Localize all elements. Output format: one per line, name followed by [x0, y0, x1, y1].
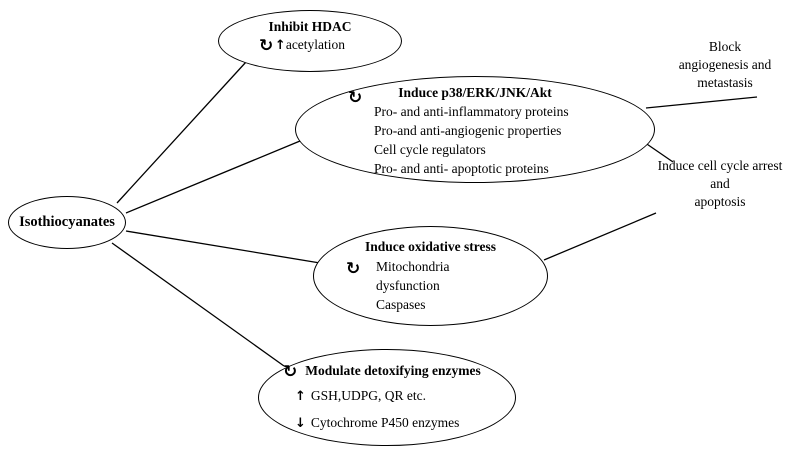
curved-arrow-icon: ↻	[283, 362, 298, 382]
node-title: Induce p38/ERK/JNK/Akt	[398, 85, 552, 100]
connector-root-to-detox	[111, 242, 285, 367]
node-title: Inhibit HDAC	[268, 19, 352, 34]
connector-root-to-p38	[125, 140, 301, 214]
node-item: Pro-and anti-angiogenic properties	[374, 123, 562, 138]
outcome-block-angiogenesis-metastasis: Block angiogenesis and metastasis	[655, 38, 795, 93]
node-item: Cell cycle regulators	[374, 142, 486, 157]
node-title: Modulate detoxifying enzymes	[305, 363, 481, 378]
node-item: ↓ Cytochrome P450 enzymes	[295, 410, 515, 437]
node-induce-oxidative-stress: Induce oxidative stress ↻ Mitochondria d…	[313, 226, 548, 326]
outcome-line: Block	[708, 39, 742, 54]
node-item: Caspases	[376, 297, 426, 312]
curved-arrow-icon: ↻	[346, 259, 361, 279]
node-item: Pro- and anti-inflammatory proteins	[374, 104, 569, 119]
connector-oxidative-to-arrest	[543, 212, 657, 261]
curved-arrow-icon: ↻	[348, 88, 363, 108]
node-item: Mitochondria	[376, 259, 450, 274]
outcome-line: metastasis	[697, 75, 753, 91]
up-arrow-icon: ↑	[295, 389, 306, 404]
curved-arrow-icon: ↻	[259, 36, 274, 56]
node-modulate-detoxifying-enzymes: Modulate detoxifying enzymes ↻ ↑ GSH,UDPG…	[258, 349, 516, 446]
node-isothiocyanates: Isothiocyanates	[8, 196, 126, 249]
outcome-line: Induce cell cycle arrest	[657, 158, 783, 173]
up-arrow-icon: ↑	[274, 38, 286, 53]
connector-root-to-oxidative	[125, 230, 321, 264]
node-item: ↑ GSH,UDPG, QR etc.	[295, 383, 515, 410]
outcome-cell-cycle-arrest-apoptosis: Induce cell cycle arrest and apoptosis	[645, 157, 795, 212]
outcome-line: apoptosis	[694, 194, 746, 210]
node-items: ↑ GSH,UDPG, QR etc. ↓ Cytochrome P450 enzy…	[295, 383, 515, 437]
node-items: Pro- and anti-inflammatory proteins Pro-…	[374, 102, 654, 178]
item-text: acetylation	[285, 37, 346, 52]
connector-p38-to-block	[645, 96, 758, 109]
connector-root-to-hdac	[116, 61, 247, 204]
node-item: Pro- and anti- apoptotic proteins	[374, 161, 549, 176]
node-item: ↑acetylation	[219, 37, 401, 53]
outcome-line: angiogenesis and	[678, 57, 772, 73]
node-inhibit-hdac: Inhibit HDAC ↻ ↑acetylation	[218, 10, 402, 72]
outcome-line: and	[710, 176, 730, 192]
node-title: Induce oxidative stress	[364, 239, 496, 254]
root-node-label: Isothiocyanates	[19, 214, 115, 230]
down-arrow-icon: ↓	[295, 416, 306, 431]
item-text: GSH,UDPG, QR etc.	[310, 388, 427, 403]
node-induce-p38-erk-jnk-akt: Induce p38/ERK/JNK/Akt ↻ Pro- and anti-i…	[295, 76, 655, 183]
node-item: dysfunction	[376, 278, 440, 293]
item-text: Cytochrome P450 enzymes	[310, 415, 460, 430]
node-items: Mitochondria dysfunction Caspases	[376, 257, 547, 314]
